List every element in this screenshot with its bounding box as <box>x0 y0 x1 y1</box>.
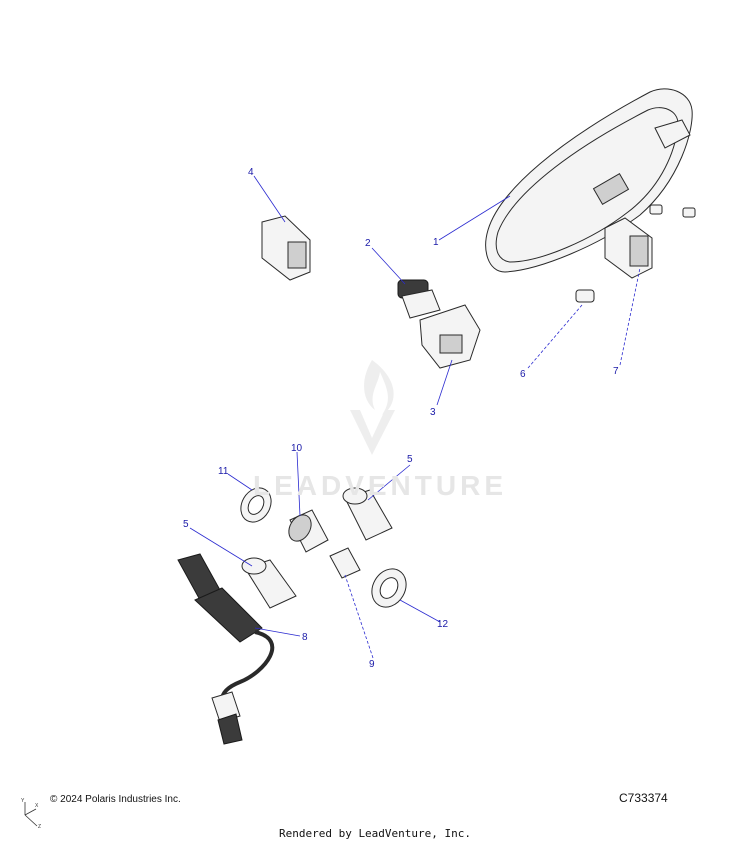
callout-2: 2 <box>365 238 371 249</box>
harness-8-part <box>177 553 275 745</box>
instrument-cluster-part <box>485 88 693 273</box>
socket-10-part <box>288 509 329 553</box>
callout-3: 3 <box>430 407 436 418</box>
callout-1: 1 <box>433 237 439 248</box>
callout-11: 11 <box>218 466 229 477</box>
ring-11-part <box>240 487 272 523</box>
callout-9: 9 <box>369 659 375 670</box>
callout-7: 7 <box>613 366 619 377</box>
watermark-logo-icon <box>350 360 395 455</box>
screw-6-part <box>575 289 595 303</box>
connector-block-part <box>604 217 653 279</box>
callout-5-lower: 5 <box>183 519 189 530</box>
callout-6: 6 <box>520 369 526 380</box>
cup-5-lower-part <box>241 557 297 609</box>
callout-12: 12 <box>437 619 449 630</box>
switch-4-part <box>261 215 311 281</box>
axis-label-x: X <box>35 803 39 809</box>
rendered-by-text: Rendered by LeadVenture, Inc. <box>278 827 472 840</box>
watermark-text: LEADVENTURE <box>252 470 507 501</box>
callout-8: 8 <box>302 632 308 643</box>
axis-label-y: Y <box>21 798 25 804</box>
callout-4: 4 <box>248 167 254 178</box>
axis-label-z: Z <box>38 824 41 830</box>
plug-9-part <box>329 547 361 579</box>
callout-5-upper: 5 <box>407 454 413 465</box>
nut-12-part <box>371 568 407 608</box>
axis-triad-icon: Y X Z <box>21 798 41 830</box>
callout-10: 10 <box>291 443 303 454</box>
screw-part <box>649 204 696 218</box>
ignition-switch-part <box>397 279 481 369</box>
cup-5-upper-part <box>342 487 393 541</box>
drawing-code: C733374 <box>619 791 668 805</box>
copyright-text: © 2024 Polaris Industries Inc. <box>50 794 181 805</box>
leader-lines <box>189 175 641 659</box>
